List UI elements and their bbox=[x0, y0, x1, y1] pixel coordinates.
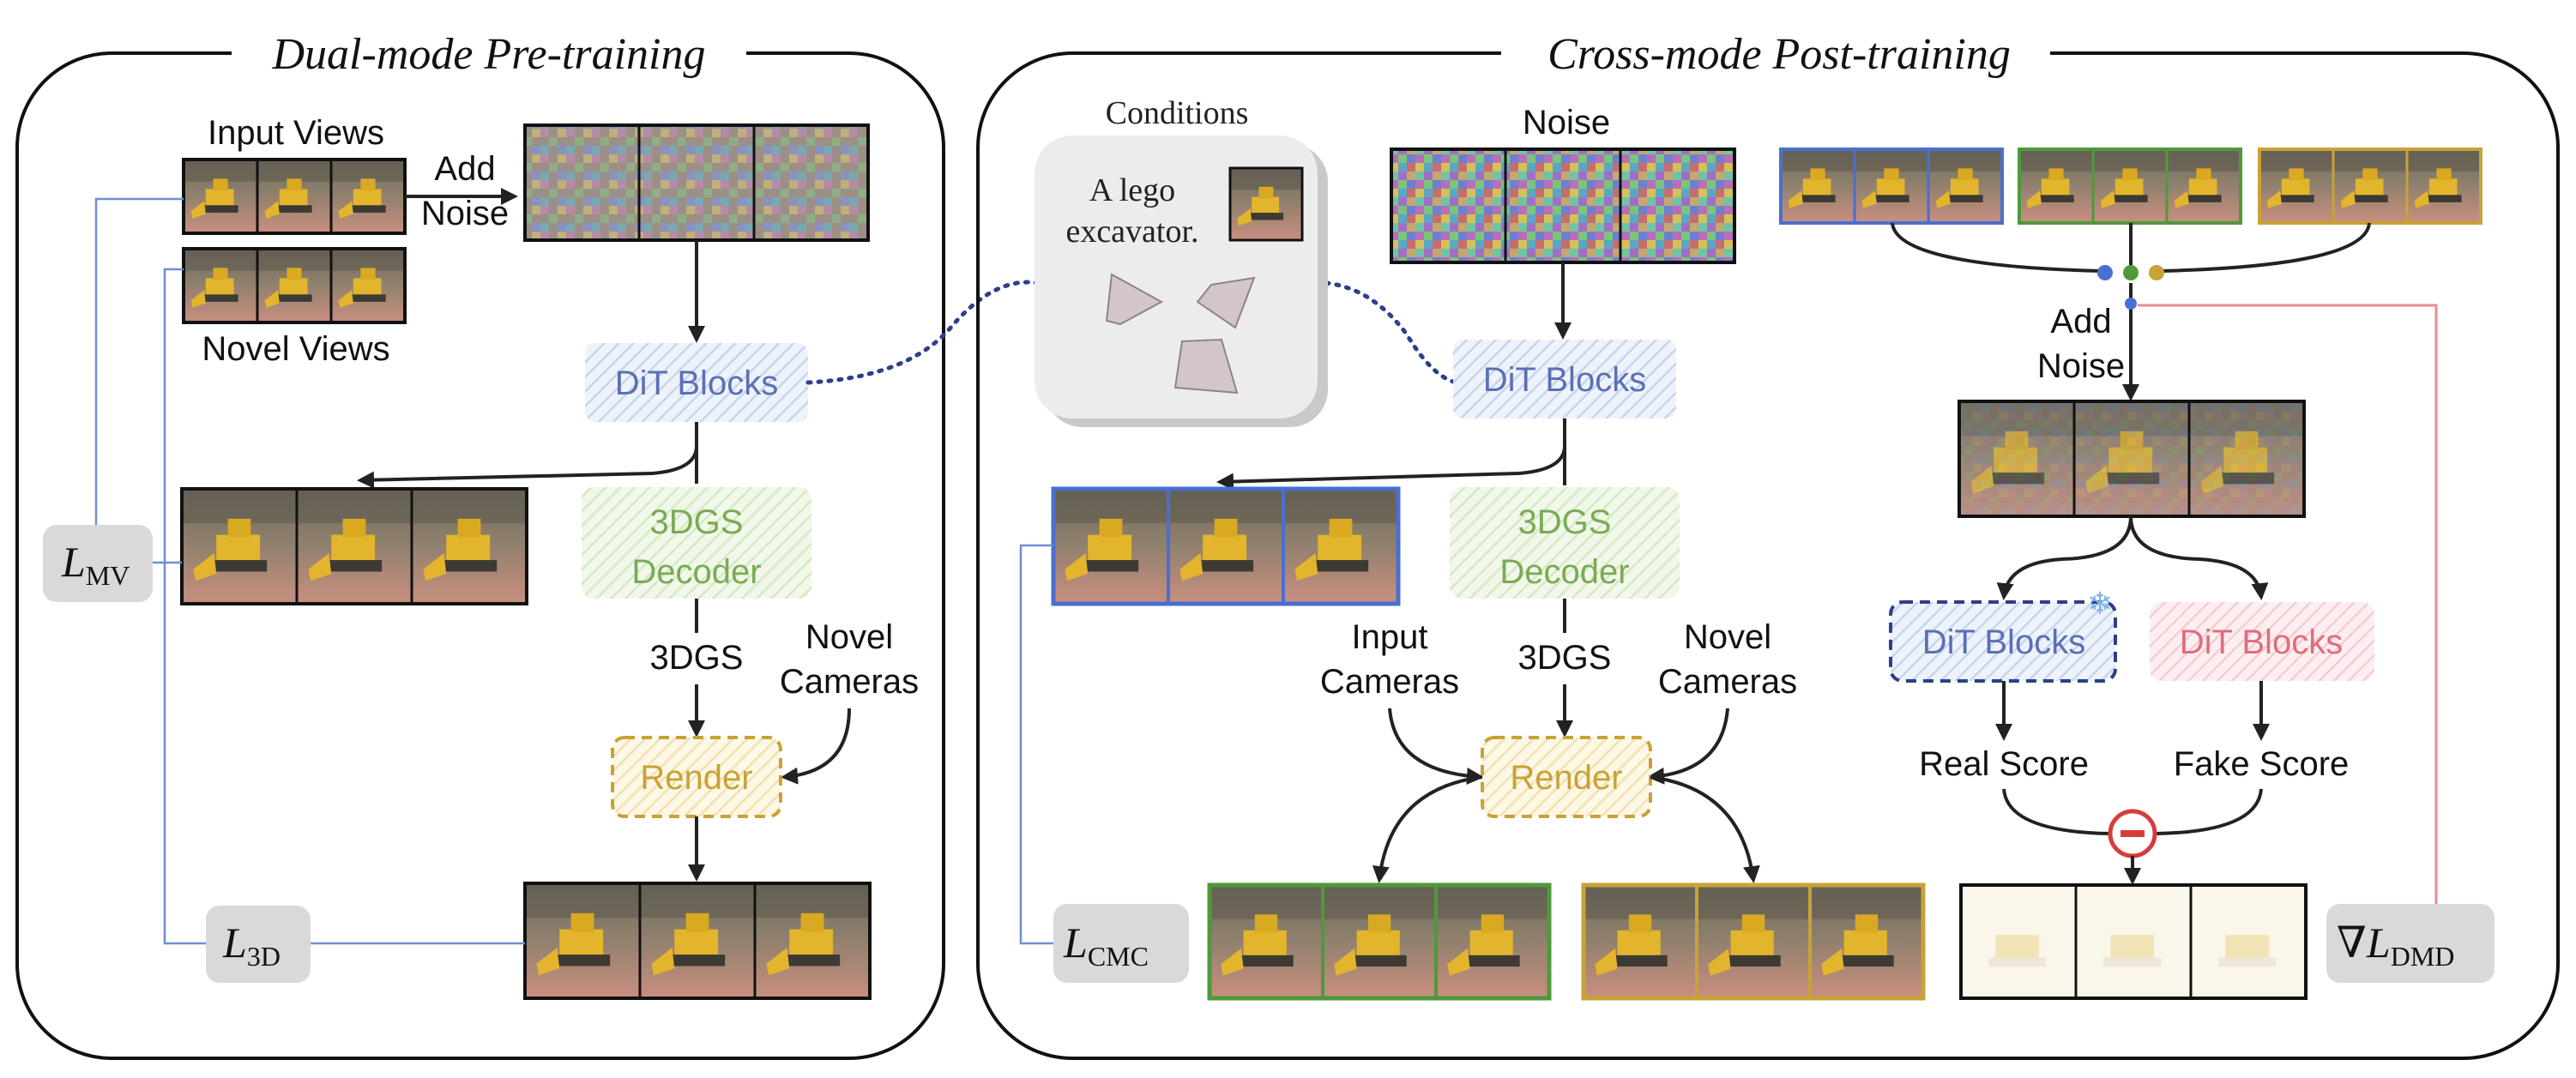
left-panel-title: Dual-mode Pre-training bbox=[272, 30, 706, 79]
noise-label: Noise bbox=[1523, 104, 1610, 142]
dit-to-output-arrow bbox=[357, 422, 698, 489]
novel-cameras-left-line1: Novel bbox=[805, 618, 893, 656]
dit-blocks-left-label: DiT Blocks bbox=[615, 364, 778, 402]
dit-center-to-output-arrow bbox=[1216, 419, 1566, 491]
add-noise-right-line1: Add bbox=[2050, 303, 2111, 340]
cameras-to-render-arrow bbox=[781, 708, 851, 785]
gradient-strip bbox=[1959, 883, 2308, 1000]
camera-icons bbox=[1105, 273, 1256, 394]
dit-blocks-center-label: DiT Blocks bbox=[1483, 361, 1646, 399]
cmc-loss-link bbox=[1019, 544, 1057, 945]
novel-cameras-left-line2: Cameras bbox=[780, 663, 919, 701]
noisy-views-strip bbox=[523, 123, 870, 242]
loss-3d: L3D bbox=[206, 906, 311, 983]
minus-icon bbox=[2108, 809, 2157, 858]
novel-cameras-center-line2: Cameras bbox=[1658, 663, 1797, 701]
merge-curve-blue bbox=[1891, 222, 2102, 273]
fake-dit-label: DiT Blocks bbox=[2180, 623, 2343, 661]
real-score-curve bbox=[2002, 788, 2111, 835]
prompt-line2: excavator. bbox=[1065, 214, 1198, 250]
blue-dot bbox=[2097, 265, 2113, 280]
novel-views-label: Novel Views bbox=[202, 330, 389, 368]
right-panel: Cross-mode Post-training Conditions A le… bbox=[976, 26, 2560, 1060]
render-center-label: Render bbox=[1510, 759, 1622, 797]
render-to-green-arrow bbox=[1372, 775, 1483, 883]
input-cameras-line2: Cameras bbox=[1320, 663, 1459, 701]
fake-score-curve bbox=[2156, 788, 2263, 835]
input-views-strip bbox=[182, 158, 407, 235]
dotted-link-left bbox=[805, 280, 1041, 385]
render-center: Render bbox=[1481, 736, 1652, 818]
render-left: Render bbox=[611, 736, 782, 818]
svg-text:LMV: LMV bbox=[61, 538, 130, 591]
conditions-label: Conditions bbox=[1106, 95, 1249, 131]
fake-dit-blocks: DiT Blocks bbox=[2150, 602, 2374, 681]
novel-cameras-to-render-arrow bbox=[1647, 708, 1729, 785]
snowflake-icon: ❄ bbox=[2087, 587, 2113, 622]
input-views-label: Input Views bbox=[208, 114, 384, 152]
green-render-strip bbox=[1207, 882, 1552, 1001]
noisy-to-fake-arrow bbox=[2129, 515, 2269, 600]
input-cameras-to-render-arrow bbox=[1388, 708, 1484, 786]
loss-cmc: LCMC bbox=[1053, 904, 1189, 983]
dit-blocks-left: DiT Blocks bbox=[585, 343, 808, 422]
add-noise-right-line2: Noise bbox=[2037, 347, 2125, 385]
fake-score-label: Fake Score bbox=[2174, 745, 2350, 783]
loss-mv: LMV bbox=[43, 525, 153, 602]
left-panel: Dual-mode Pre-training Input Views Novel… bbox=[15, 26, 945, 1060]
decoder-left-line2: Decoder bbox=[631, 553, 761, 591]
add-noise-line2: Noise bbox=[421, 195, 509, 232]
decoder-center-line1: 3DGS bbox=[1518, 503, 1612, 541]
noisy-strip-right bbox=[1958, 400, 2306, 518]
decoder-center: 3DGS Decoder bbox=[1450, 487, 1680, 599]
real-dit-blocks: DiT Blocks ❄ bbox=[1889, 587, 2117, 683]
top-blue-strip bbox=[1779, 148, 2004, 225]
loss-dmd: ∇LDMD bbox=[2326, 904, 2495, 983]
prompt-line1: A lego bbox=[1089, 172, 1175, 208]
noisy-to-real-arrow bbox=[1996, 515, 2133, 600]
center-denoised-strip bbox=[1051, 486, 1401, 606]
novel-views-strip bbox=[182, 247, 407, 324]
gold-dot bbox=[2149, 265, 2164, 280]
svg-text:∇LDMD: ∇LDMD bbox=[2337, 918, 2454, 972]
top-green-strip bbox=[2018, 148, 2242, 225]
decoder-left-line1: 3DGS bbox=[650, 503, 744, 541]
dotted-link-right bbox=[1324, 280, 1459, 385]
denoised-views-strip bbox=[180, 487, 528, 605]
decoder-center-line2: Decoder bbox=[1499, 553, 1629, 591]
novel-cameras-center-line1: Novel bbox=[1684, 618, 1771, 656]
branch-dot bbox=[2125, 298, 2137, 310]
gs-label-center: 3DGS bbox=[1518, 639, 1612, 677]
rendered-views-strip bbox=[523, 882, 872, 1000]
dmd-feedback-line bbox=[2138, 304, 2438, 904]
right-panel-title: Cross-mode Post-training bbox=[1547, 30, 2011, 79]
gs-label-left: 3DGS bbox=[650, 639, 744, 677]
real-dit-label: DiT Blocks bbox=[1922, 623, 2085, 661]
green-dot bbox=[2123, 265, 2139, 280]
top-gold-strip bbox=[2258, 148, 2482, 225]
decoder-left: 3DGS Decoder bbox=[582, 487, 811, 599]
merge-curve-gold bbox=[2161, 222, 2371, 273]
render-left-label: Render bbox=[640, 759, 752, 797]
svg-text:LCMC: LCMC bbox=[1063, 918, 1149, 972]
real-score-label: Real Score bbox=[1919, 745, 2089, 783]
input-cameras-line1: Input bbox=[1352, 618, 1428, 656]
noise-strip bbox=[1390, 148, 1736, 264]
gold-render-strip bbox=[1581, 882, 1926, 1001]
dit-blocks-center: DiT Blocks bbox=[1453, 340, 1676, 419]
3d-loss-link-left bbox=[163, 268, 206, 945]
render-to-gold-arrow bbox=[1650, 775, 1760, 883]
add-noise-line1: Add bbox=[434, 150, 495, 188]
conditions-card: A lego excavator. bbox=[1035, 136, 1328, 427]
svg-text:L3D: L3D bbox=[222, 918, 281, 972]
condition-image bbox=[1230, 168, 1302, 240]
mv-loss-link-top bbox=[94, 197, 184, 525]
